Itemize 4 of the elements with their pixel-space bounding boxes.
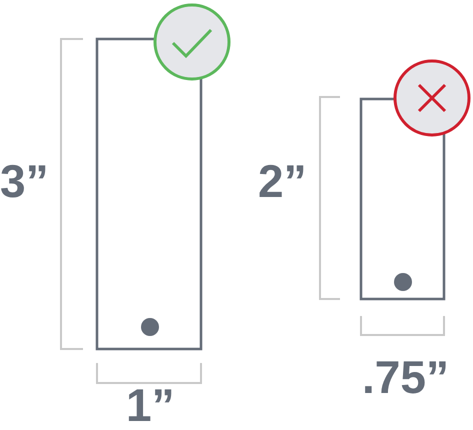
dimension-label: 3” [0, 160, 49, 204]
dimension-label: 2” [258, 160, 307, 204]
dimension-label: .75” [362, 356, 449, 400]
dimension-label: 1” [126, 384, 175, 428]
